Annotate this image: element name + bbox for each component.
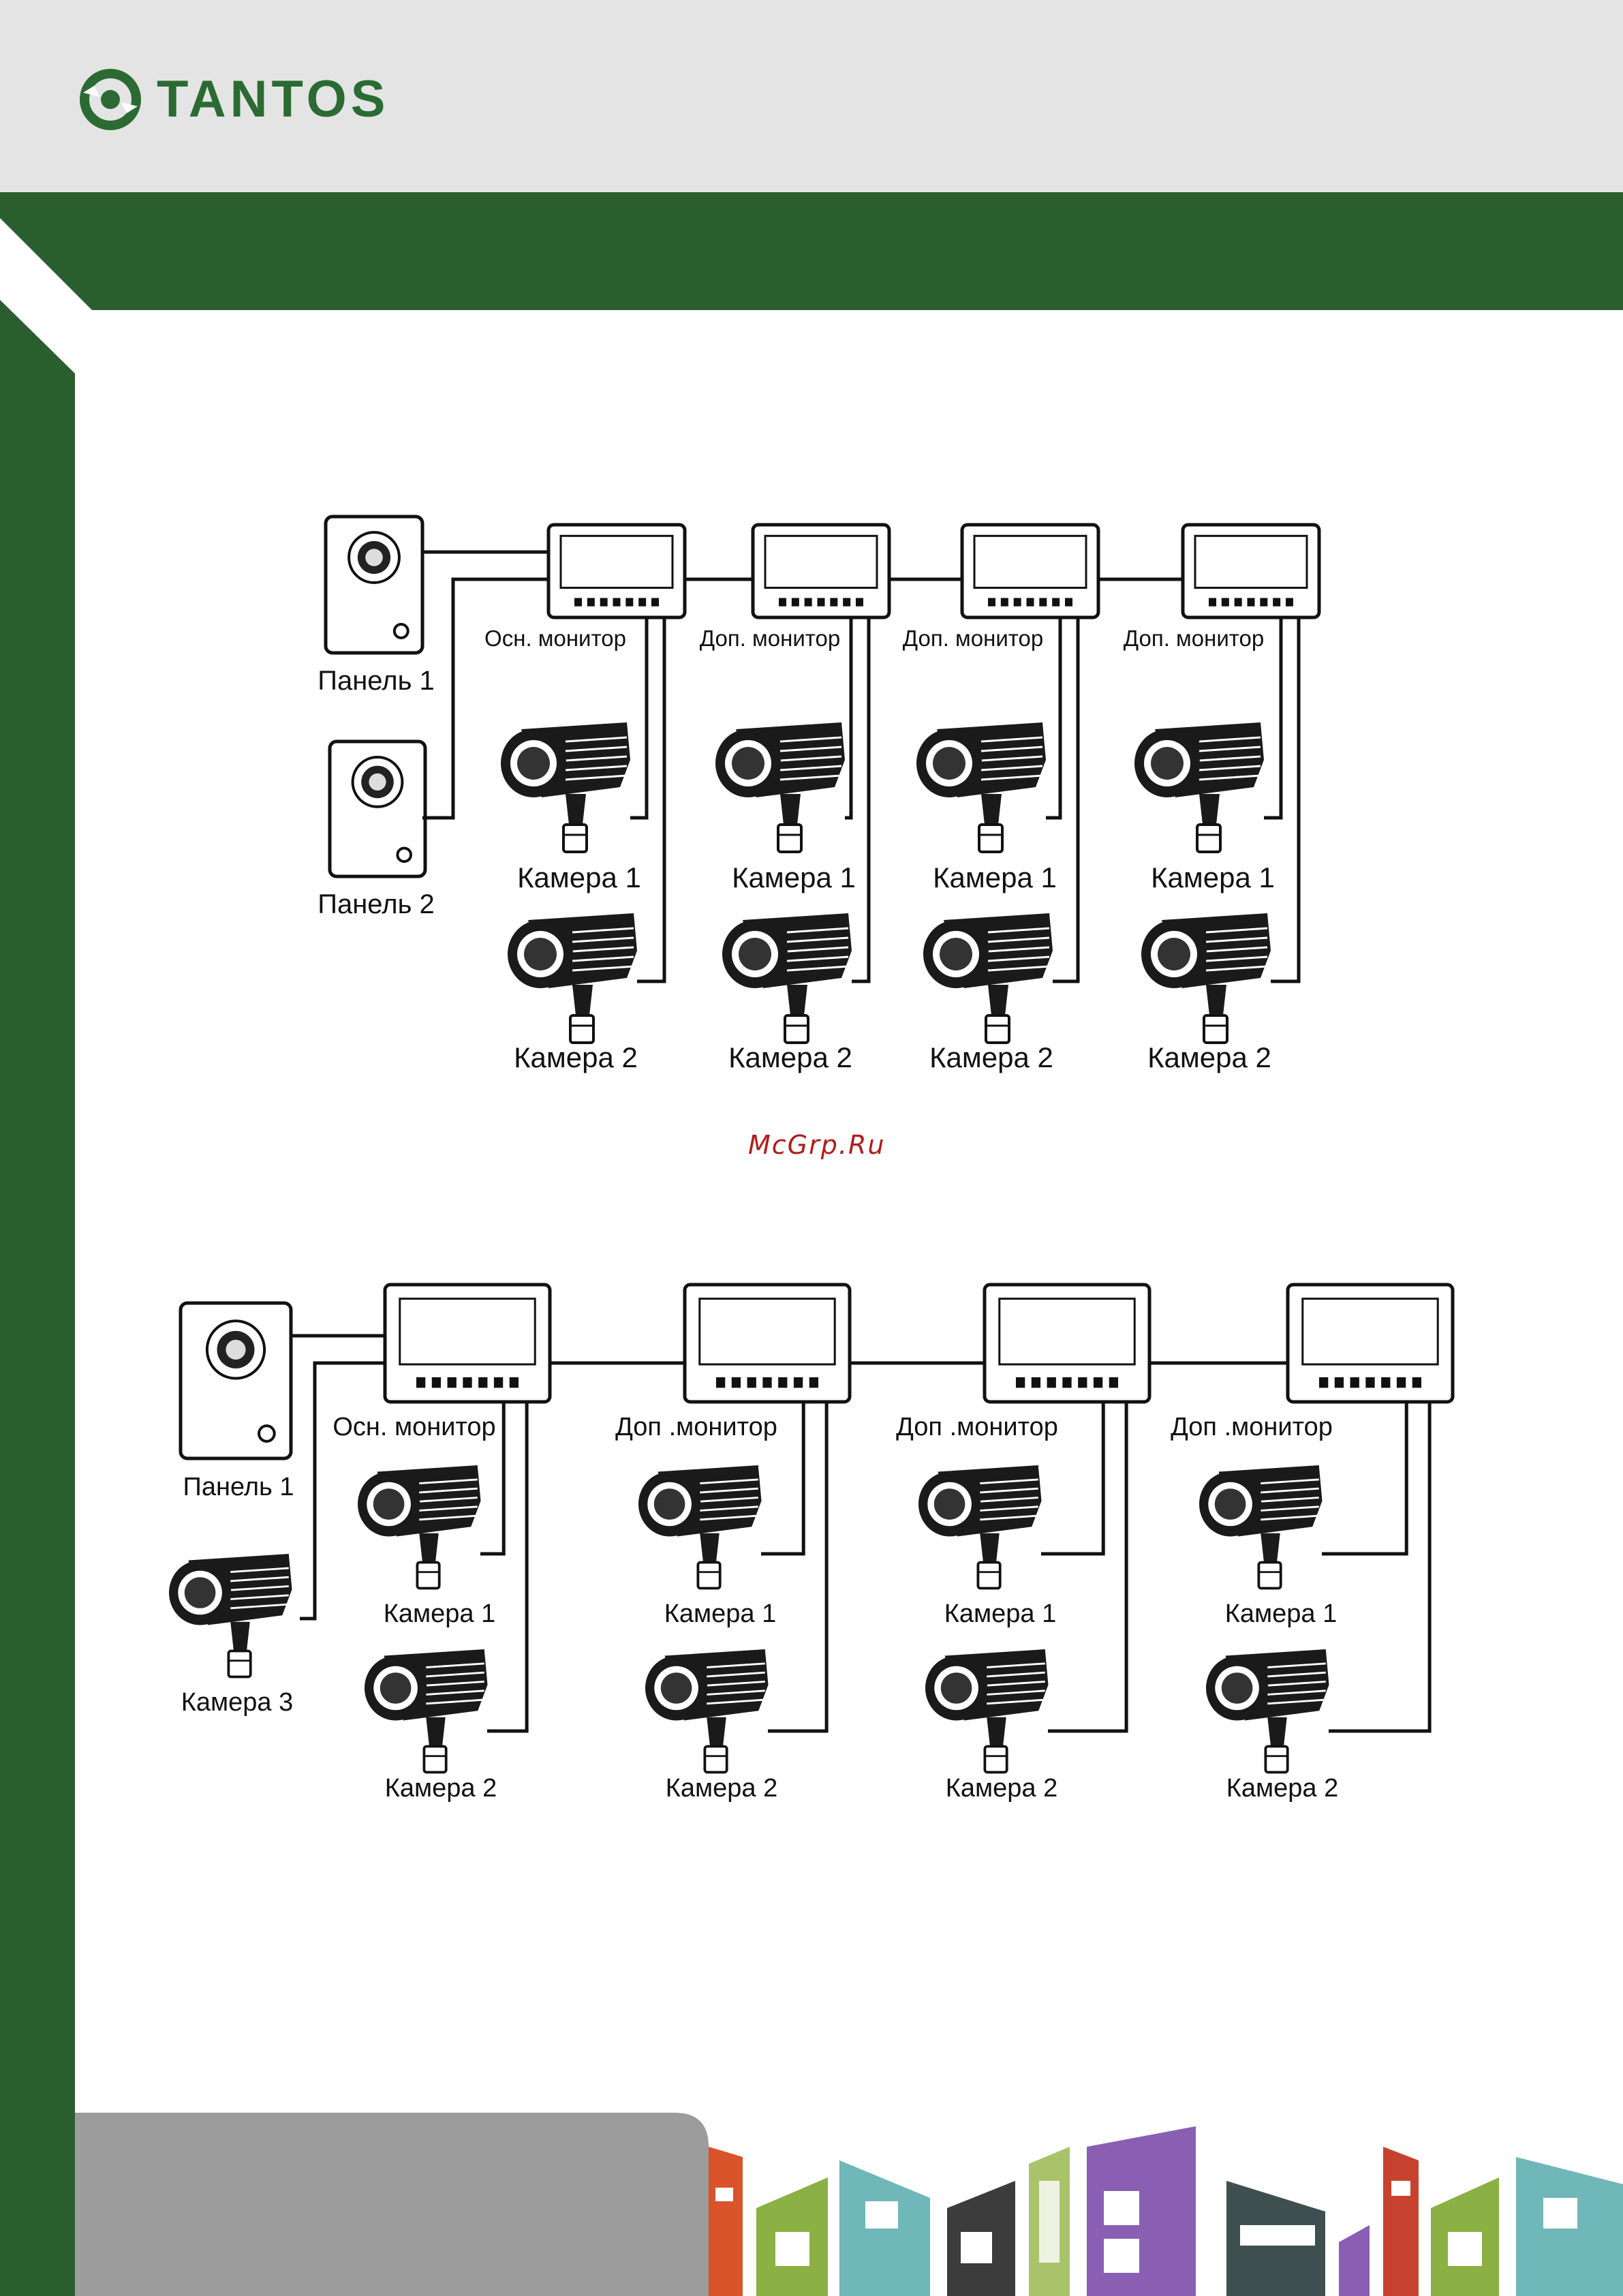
camera-wire (768, 1402, 826, 1731)
monitor-icon (385, 1285, 550, 1402)
camera-wire (487, 1402, 527, 1731)
camera-wire (1329, 1402, 1429, 1731)
camera-label: Камера 1 (384, 1599, 496, 1628)
watermark-text: McGrp.Ru (748, 1130, 885, 1160)
camera-label: Камера 1 (1225, 1599, 1338, 1628)
cctv-camera-icon (918, 1465, 1042, 1589)
cctv-camera-icon (1199, 1465, 1323, 1589)
monitor-icon (685, 1285, 850, 1402)
cctv-camera-icon (358, 1465, 481, 1589)
camera-wire (1322, 1402, 1406, 1554)
camera-label: Камера 3 (181, 1688, 294, 1717)
monitor-icon (985, 1285, 1149, 1402)
camera-label: Камера 1 (664, 1599, 777, 1628)
camera-label: Камера 2 (946, 1774, 1058, 1803)
camera-label: Камера 2 (666, 1774, 778, 1803)
cctv-camera-icon (925, 1649, 1049, 1773)
cctv-camera-icon (365, 1649, 488, 1773)
monitor-label: Осн. монитор (333, 1413, 495, 1441)
monitor-label: Доп .монитор (1171, 1413, 1333, 1441)
monitor-icon (1288, 1285, 1453, 1402)
camera-label: Камера 1 (944, 1599, 1057, 1628)
camera-label: Камера 2 (385, 1774, 497, 1803)
cctv-camera-icon (169, 1554, 292, 1677)
monitor-label: Доп .монитор (615, 1413, 777, 1441)
cctv-camera-icon (645, 1649, 769, 1773)
camera-label: Камера 2 (1226, 1774, 1339, 1803)
door-panel-icon (181, 1303, 291, 1458)
cctv-camera-icon (638, 1465, 762, 1589)
cctv-camera-icon (1206, 1649, 1329, 1773)
camera-wire (1048, 1402, 1126, 1731)
monitor-label: Доп .монитор (896, 1413, 1058, 1441)
panel-label: Панель 1 (183, 1473, 294, 1501)
